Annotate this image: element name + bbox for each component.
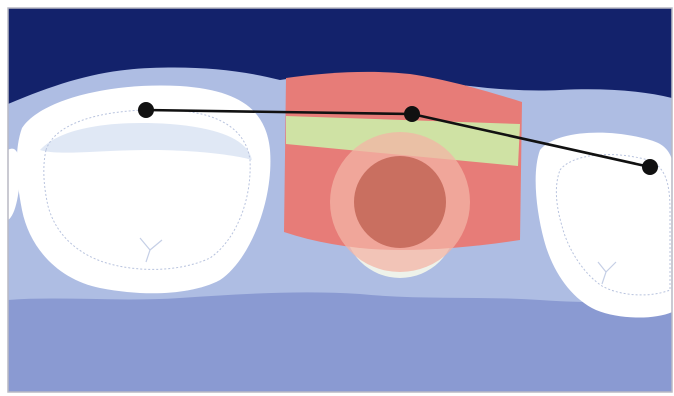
- marker-right-tooth-contact: [642, 159, 658, 175]
- bone-region: [8, 292, 672, 392]
- marker-left-tooth-contact: [138, 102, 154, 118]
- marker-implant-center-contact: [404, 106, 420, 122]
- implant-core: [354, 156, 446, 248]
